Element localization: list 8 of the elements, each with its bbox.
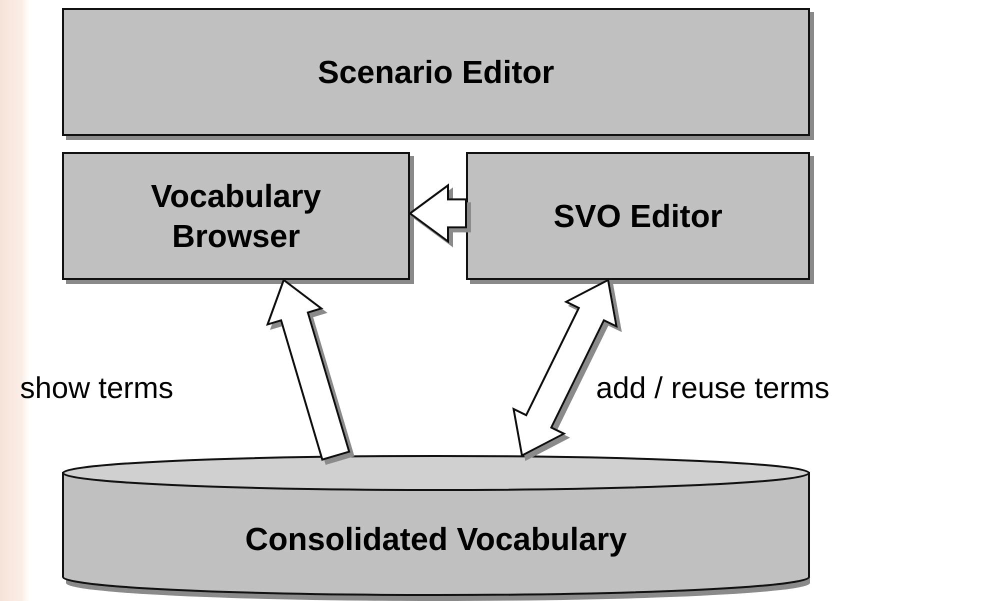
node-label: SVO Editor: [554, 197, 722, 236]
block-arrow: [408, 183, 467, 244]
node-label: Scenario Editor: [318, 53, 554, 92]
edge-label: add / reuse terms: [596, 372, 830, 406]
block-arrow: [512, 278, 618, 458]
block-arrow: [266, 278, 350, 461]
node-label: Vocabulary Browser: [150, 177, 322, 256]
edge-label: show terms: [20, 372, 174, 406]
